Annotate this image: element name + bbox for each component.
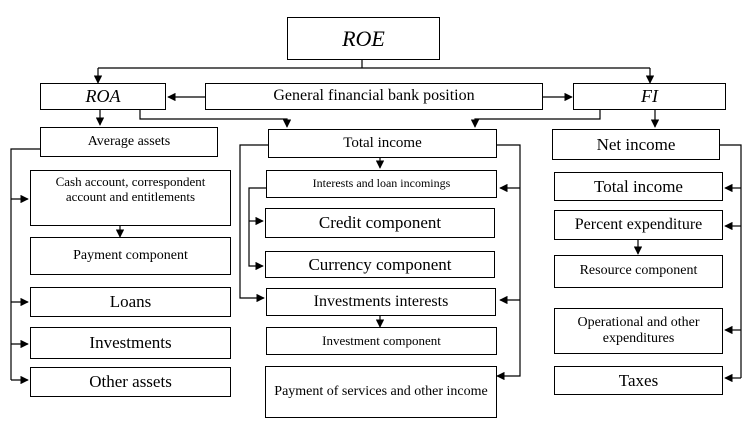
node-currency-component: Currency component bbox=[265, 251, 495, 278]
node-roa: ROA bbox=[40, 83, 166, 110]
node-taxes: Taxes bbox=[554, 366, 723, 395]
node-general-position: General financial bank position bbox=[205, 83, 543, 110]
node-investments: Investments bbox=[30, 327, 231, 359]
node-investments-interests: Investments interests bbox=[266, 288, 496, 316]
node-credit-component: Credit component bbox=[265, 208, 495, 238]
node-fi: FI bbox=[573, 83, 726, 110]
node-total-income-right: Total income bbox=[554, 172, 723, 201]
node-interests-loan-incomings: Interests and loan incomings bbox=[266, 170, 497, 198]
node-other-assets: Other assets bbox=[30, 367, 231, 397]
node-net-income: Net income bbox=[552, 129, 720, 160]
node-payment-component: Payment component bbox=[30, 237, 231, 275]
node-resource-component: Resource component bbox=[554, 255, 723, 288]
node-operational-expenditures: Operational and other expenditures bbox=[554, 308, 723, 354]
node-payment-services-other: Payment of services and other income bbox=[265, 366, 497, 418]
node-cash-account: Cash account, correspondent account and … bbox=[30, 170, 231, 226]
node-loans: Loans bbox=[30, 287, 231, 317]
node-percent-expenditure: Percent expenditure bbox=[554, 210, 723, 240]
node-investment-component: Investment component bbox=[266, 327, 497, 355]
node-roe: ROE bbox=[287, 17, 440, 60]
node-total-income-center: Total income bbox=[268, 129, 497, 158]
node-average-assets: Average assets bbox=[40, 127, 218, 157]
